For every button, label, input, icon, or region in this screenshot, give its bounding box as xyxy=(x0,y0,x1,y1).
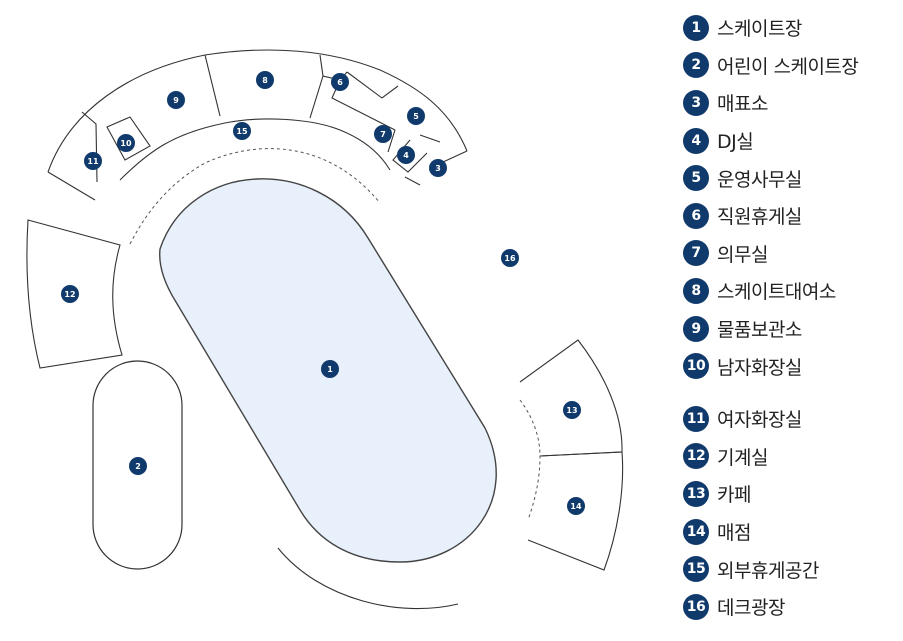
left-building xyxy=(26,219,123,369)
legend-badge: 8 xyxy=(683,277,709,304)
legend-item[interactable]: 6 직원휴게실 xyxy=(683,197,898,235)
svg-text:7: 7 xyxy=(380,130,386,139)
legend-item[interactable]: 13 카페 xyxy=(683,475,898,513)
svg-text:6: 6 xyxy=(337,78,343,87)
legend-label: 스케이트장 xyxy=(717,18,802,41)
legend-item[interactable]: 15 외부휴게공간 xyxy=(683,550,898,588)
legend-badge: 13 xyxy=(683,480,709,507)
marker-11[interactable]: 11 xyxy=(84,152,102,170)
legend-badge: 1 xyxy=(683,14,709,41)
svg-text:2: 2 xyxy=(135,462,141,471)
marker-4[interactable]: 4 xyxy=(397,146,415,164)
svg-text:15: 15 xyxy=(236,127,248,136)
legend-item[interactable]: 3 매표소 xyxy=(683,84,898,122)
legend-label: 매표소 xyxy=(717,93,768,116)
legend-item[interactable]: 14 매점 xyxy=(683,513,898,551)
legend-item[interactable]: 7 의무실 xyxy=(683,235,898,273)
legend-label: 외부휴게공간 xyxy=(717,559,819,582)
legend-label: 의무실 xyxy=(717,243,768,266)
legend-label: 남자화장실 xyxy=(717,356,802,379)
marker-16[interactable]: 16 xyxy=(501,249,519,267)
legend-badge: 14 xyxy=(683,518,709,545)
legend-item[interactable]: 1 스케이트장 xyxy=(683,9,898,47)
legend-item[interactable]: 5 운영사무실 xyxy=(683,159,898,197)
legend-item[interactable]: 10 남자화장실 xyxy=(683,347,898,385)
legend-label: DJ실 xyxy=(717,131,754,154)
legend-badge: 9 xyxy=(683,315,709,342)
legend-item[interactable]: 8 스케이트대여소 xyxy=(683,272,898,310)
marker-9[interactable]: 9 xyxy=(167,91,185,109)
right-buildings xyxy=(519,339,624,571)
marker-14[interactable]: 14 xyxy=(567,497,585,515)
legend-item[interactable]: 2 어린이 스케이트장 xyxy=(683,47,898,85)
svg-text:10: 10 xyxy=(120,139,132,148)
legend-label: 카페 xyxy=(717,484,751,507)
svg-text:13: 13 xyxy=(566,406,577,415)
legend-label: 매점 xyxy=(717,522,751,545)
marker-12[interactable]: 12 xyxy=(61,285,79,303)
legend-badge: 5 xyxy=(683,165,709,192)
marker-2[interactable]: 2 xyxy=(129,457,147,475)
marker-10[interactable]: 10 xyxy=(117,134,135,152)
legend-badge: 7 xyxy=(683,240,709,267)
legend: 1 스케이트장 2 어린이 스케이트장 3 매표소 4 DJ실 5 운영사무실 6 직원휴게… xyxy=(683,9,898,626)
svg-text:5: 5 xyxy=(413,112,419,121)
marker-6[interactable]: 6 xyxy=(331,73,349,91)
legend-badge: 10 xyxy=(683,353,709,380)
legend-badge: 2 xyxy=(683,52,709,79)
svg-text:12: 12 xyxy=(64,290,75,299)
svg-text:4: 4 xyxy=(403,151,409,160)
legend-label: 운영사무실 xyxy=(717,168,802,191)
legend-label: 스케이트대여소 xyxy=(717,281,836,304)
legend-badge: 12 xyxy=(683,443,709,470)
legend-label: 기계실 xyxy=(717,446,768,469)
svg-text:14: 14 xyxy=(570,502,582,511)
legend-label: 어린이 스케이트장 xyxy=(717,55,859,78)
svg-text:16: 16 xyxy=(504,254,516,263)
svg-text:3: 3 xyxy=(435,164,441,173)
marker-1[interactable]: 1 xyxy=(321,360,339,378)
svg-text:9: 9 xyxy=(173,96,179,105)
upper-building xyxy=(47,49,468,201)
legend-item[interactable]: 16 데크광장 xyxy=(683,588,898,626)
svg-text:11: 11 xyxy=(87,157,99,166)
marker-7[interactable]: 7 xyxy=(374,125,392,143)
legend-item[interactable]: 9 물품보관소 xyxy=(683,310,898,348)
marker-13[interactable]: 13 xyxy=(563,401,581,419)
marker-8[interactable]: 8 xyxy=(256,71,274,89)
legend-badge: 15 xyxy=(683,556,709,583)
svg-text:8: 8 xyxy=(262,76,268,85)
walkway-dashed xyxy=(129,148,381,245)
legend-badge: 6 xyxy=(683,202,709,229)
svg-text:1: 1 xyxy=(327,365,333,374)
marker-15[interactable]: 15 xyxy=(233,122,251,140)
legend-badge: 11 xyxy=(683,405,709,432)
legend-label: 직원휴게실 xyxy=(717,206,802,229)
legend-item[interactable]: 12 기계실 xyxy=(683,438,898,476)
legend-badge: 16 xyxy=(683,593,709,620)
legend-badge: 3 xyxy=(683,89,709,116)
legend-item[interactable]: 11 여자화장실 xyxy=(683,400,898,438)
legend-label: 물품보관소 xyxy=(717,319,802,342)
legend-label: 여자화장실 xyxy=(717,409,802,432)
legend-item[interactable]: 4 DJ실 xyxy=(683,122,898,160)
marker-3[interactable]: 3 xyxy=(429,159,447,177)
legend-label: 데크광장 xyxy=(717,597,785,620)
legend-badge: 4 xyxy=(683,127,709,154)
rink-outer-arc xyxy=(277,547,459,610)
marker-5[interactable]: 5 xyxy=(407,107,425,125)
